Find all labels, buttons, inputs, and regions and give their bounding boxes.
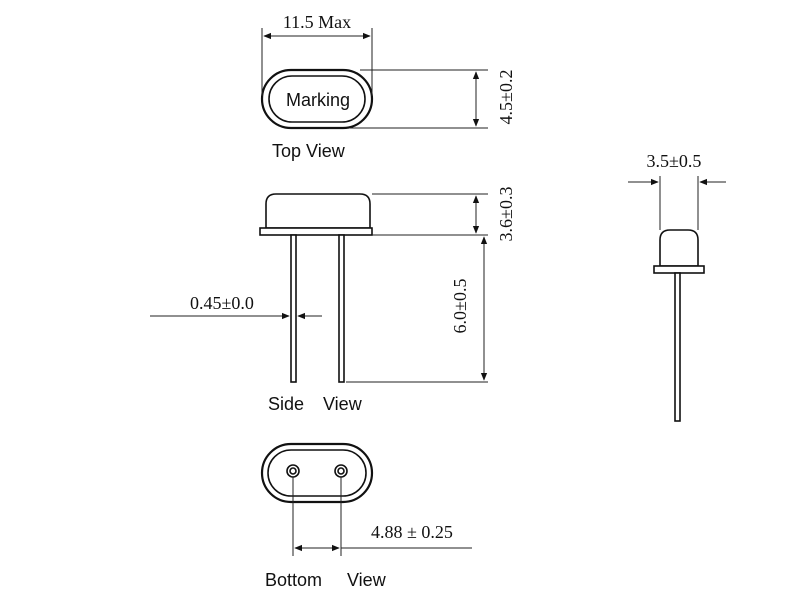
end-view: 3.5±0.5 bbox=[628, 151, 726, 422]
bottom-view-label-right: View bbox=[347, 570, 387, 590]
pin-hole-right-core bbox=[337, 467, 345, 475]
end-view-flange bbox=[653, 265, 705, 274]
top-view-inner-oval bbox=[268, 75, 366, 123]
bottom-view-inner-oval bbox=[267, 449, 367, 497]
top-view-label: Top View bbox=[272, 141, 346, 161]
side-view-flange bbox=[259, 227, 373, 236]
top-view: Marking 11.5 Max 4.5±0.2 Top View bbox=[260, 12, 516, 161]
thickness-text: 3.5±0.5 bbox=[647, 151, 702, 171]
end-view-can bbox=[659, 229, 699, 267]
bottom-view: 4.88 ± 0.25 Bottom View bbox=[260, 442, 472, 590]
lead-diameter-text: 0.45±0.0 bbox=[190, 293, 254, 313]
body-height-text: 3.6±0.3 bbox=[496, 187, 516, 242]
side-view-label-right: View bbox=[323, 394, 363, 414]
side-view-lead-left bbox=[290, 234, 297, 383]
side-view-label-left: Side bbox=[268, 394, 304, 414]
width-max-text: 11.5 Max bbox=[283, 12, 351, 32]
pin-spacing-text: 4.88 ± 0.25 bbox=[371, 522, 453, 542]
side-view-can bbox=[265, 193, 371, 229]
side-view: 3.6±0.3 6.0±0.5 0.45±0.0 Side View bbox=[150, 187, 516, 414]
end-view-lead bbox=[674, 272, 681, 422]
side-view-lead-right bbox=[338, 234, 345, 383]
bottom-view-label-left: Bottom bbox=[265, 570, 322, 590]
marking-label: Marking bbox=[286, 90, 350, 110]
lead-length-text: 6.0±0.5 bbox=[450, 279, 470, 334]
pin-hole-left-core bbox=[289, 467, 297, 475]
height-top-text: 4.5±0.2 bbox=[496, 70, 516, 125]
